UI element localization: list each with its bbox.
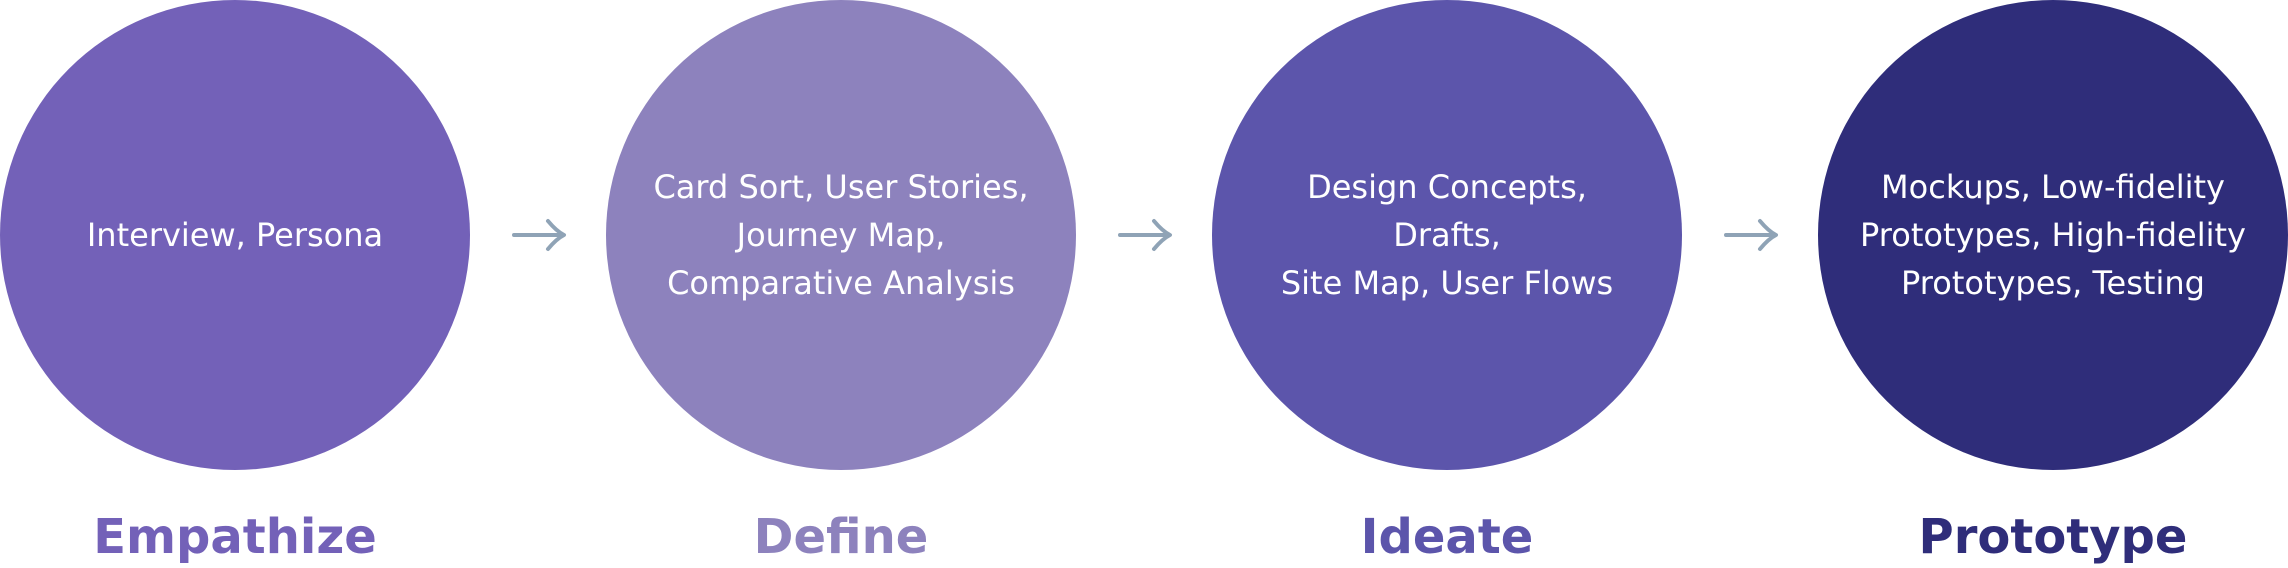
stage-circle: Mockups, Low-fidelity Prototypes, High-f… <box>1818 0 2288 470</box>
stage-circle: Interview, Persona <box>0 0 470 470</box>
stage-methods: Card Sort, User Stories, Journey Map, Co… <box>653 168 1029 302</box>
arrow-right-icon <box>512 219 566 251</box>
stage-circle: Design Concepts, Drafts, Site Map, User … <box>1212 0 1682 470</box>
stage-title: Empathize <box>93 509 377 565</box>
arrow-right-icon <box>1118 219 1172 251</box>
stage-methods: Design Concepts, Drafts, Site Map, User … <box>1280 168 1614 302</box>
stage-title: Ideate <box>1360 509 1534 565</box>
stage-title: Prototype <box>1918 509 2188 565</box>
stage-methods: Mockups, Low-fidelity Prototypes, High-f… <box>1860 168 2246 302</box>
stage-circle: Card Sort, User Stories, Journey Map, Co… <box>606 0 1076 470</box>
stage-title: Define <box>753 509 929 565</box>
stage-empathize: Interview, Persona Empathize <box>0 0 470 568</box>
arrow-right-icon <box>1724 219 1778 251</box>
stage-prototype: Mockups, Low-fidelity Prototypes, High-f… <box>1818 0 2288 568</box>
stage-methods: Interview, Persona <box>86 216 384 254</box>
stage-define: Card Sort, User Stories, Journey Map, Co… <box>606 0 1076 568</box>
stage-ideate: Design Concepts, Drafts, Site Map, User … <box>1212 0 1682 568</box>
